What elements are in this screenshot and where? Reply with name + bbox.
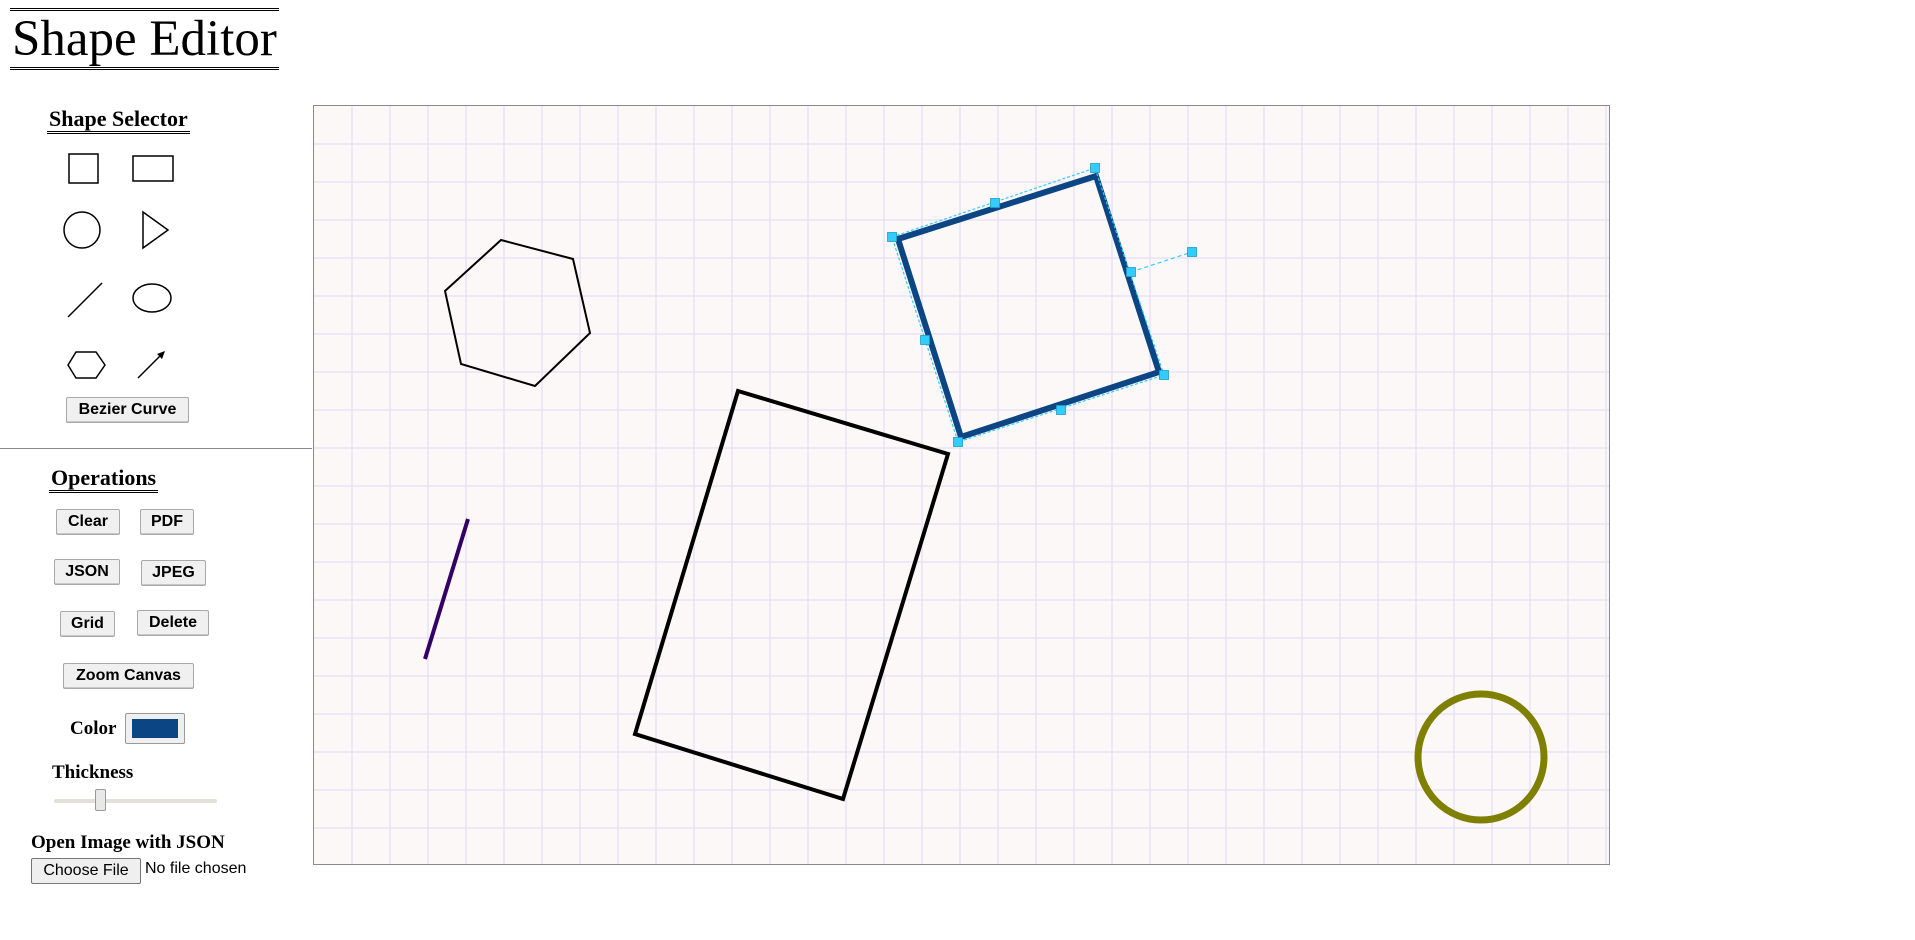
hexagon-tool-button[interactable] (66, 350, 108, 380)
grid-button[interactable]: Grid (60, 611, 115, 637)
file-status-text: No file chosen (145, 860, 247, 877)
operations-title: Operations (49, 465, 159, 494)
rectangle-tool-button[interactable] (132, 155, 176, 183)
selection-outline (891, 167, 1165, 443)
zoom-canvas-button[interactable]: Zoom Canvas (63, 663, 194, 689)
canvas-grid (314, 106, 1609, 864)
resize-handle-left[interactable] (920, 335, 930, 345)
selection-handles (887, 163, 1197, 447)
rectangle-shape[interactable] (632, 388, 951, 802)
color-label: Color (70, 718, 117, 739)
hexagon-shape[interactable] (443, 238, 592, 388)
triangle-icon (142, 210, 170, 250)
thickness-slider-track[interactable] (54, 799, 217, 803)
json-button[interactable]: JSON (54, 559, 120, 585)
resize-handle-bottom[interactable] (1056, 405, 1066, 415)
arrow-tool-button[interactable] (136, 348, 168, 380)
resize-handle-top[interactable] (990, 198, 1000, 208)
shape-selector-title: Shape Selector (47, 106, 190, 135)
canvas-surface[interactable] (314, 106, 1609, 864)
line-icon (67, 282, 103, 318)
selected-square-shape[interactable] (887, 163, 1197, 447)
arrow-icon (137, 351, 165, 379)
resize-handle-bottom-left[interactable] (953, 437, 963, 447)
jpeg-button[interactable]: JPEG (141, 560, 206, 586)
color-swatch (132, 719, 178, 738)
hexagon-icon (67, 351, 106, 379)
drawing-canvas[interactable] (313, 105, 1610, 865)
delete-button[interactable]: Delete (137, 610, 209, 636)
resize-handle-top-right[interactable] (1090, 163, 1100, 173)
rotation-handle-line (1130, 251, 1193, 273)
pdf-button[interactable]: PDF (140, 509, 194, 535)
thickness-label: Thickness (52, 762, 134, 783)
rectangle-icon (132, 155, 174, 182)
open-json-label: Open Image with JSON (31, 832, 225, 853)
color-picker[interactable] (125, 713, 185, 744)
circle-tool-button[interactable] (63, 211, 101, 249)
circle-icon (63, 211, 101, 249)
rotation-handle[interactable] (1187, 247, 1197, 257)
clear-button[interactable]: Clear (56, 509, 120, 535)
app-title: Shape Editor (10, 8, 279, 71)
resize-handle-top-left[interactable] (887, 232, 897, 242)
line-tool-button[interactable] (66, 281, 104, 319)
resize-handle-right[interactable] (1126, 267, 1136, 277)
thickness-slider-thumb[interactable] (95, 789, 107, 811)
ellipse-tool-button[interactable] (131, 283, 175, 315)
resize-handle-bottom-right[interactable] (1159, 370, 1169, 380)
panel-divider (0, 448, 312, 449)
square-tool-button[interactable] (68, 153, 100, 185)
triangle-tool-button[interactable] (141, 210, 171, 250)
circle-shape[interactable] (1414, 690, 1548, 824)
bezier-curve-button[interactable]: Bezier Curve (66, 397, 189, 423)
choose-file-button[interactable]: Choose File (31, 858, 141, 884)
square-icon (68, 153, 99, 184)
ellipse-icon (132, 283, 172, 313)
line-shape[interactable] (423, 518, 470, 660)
